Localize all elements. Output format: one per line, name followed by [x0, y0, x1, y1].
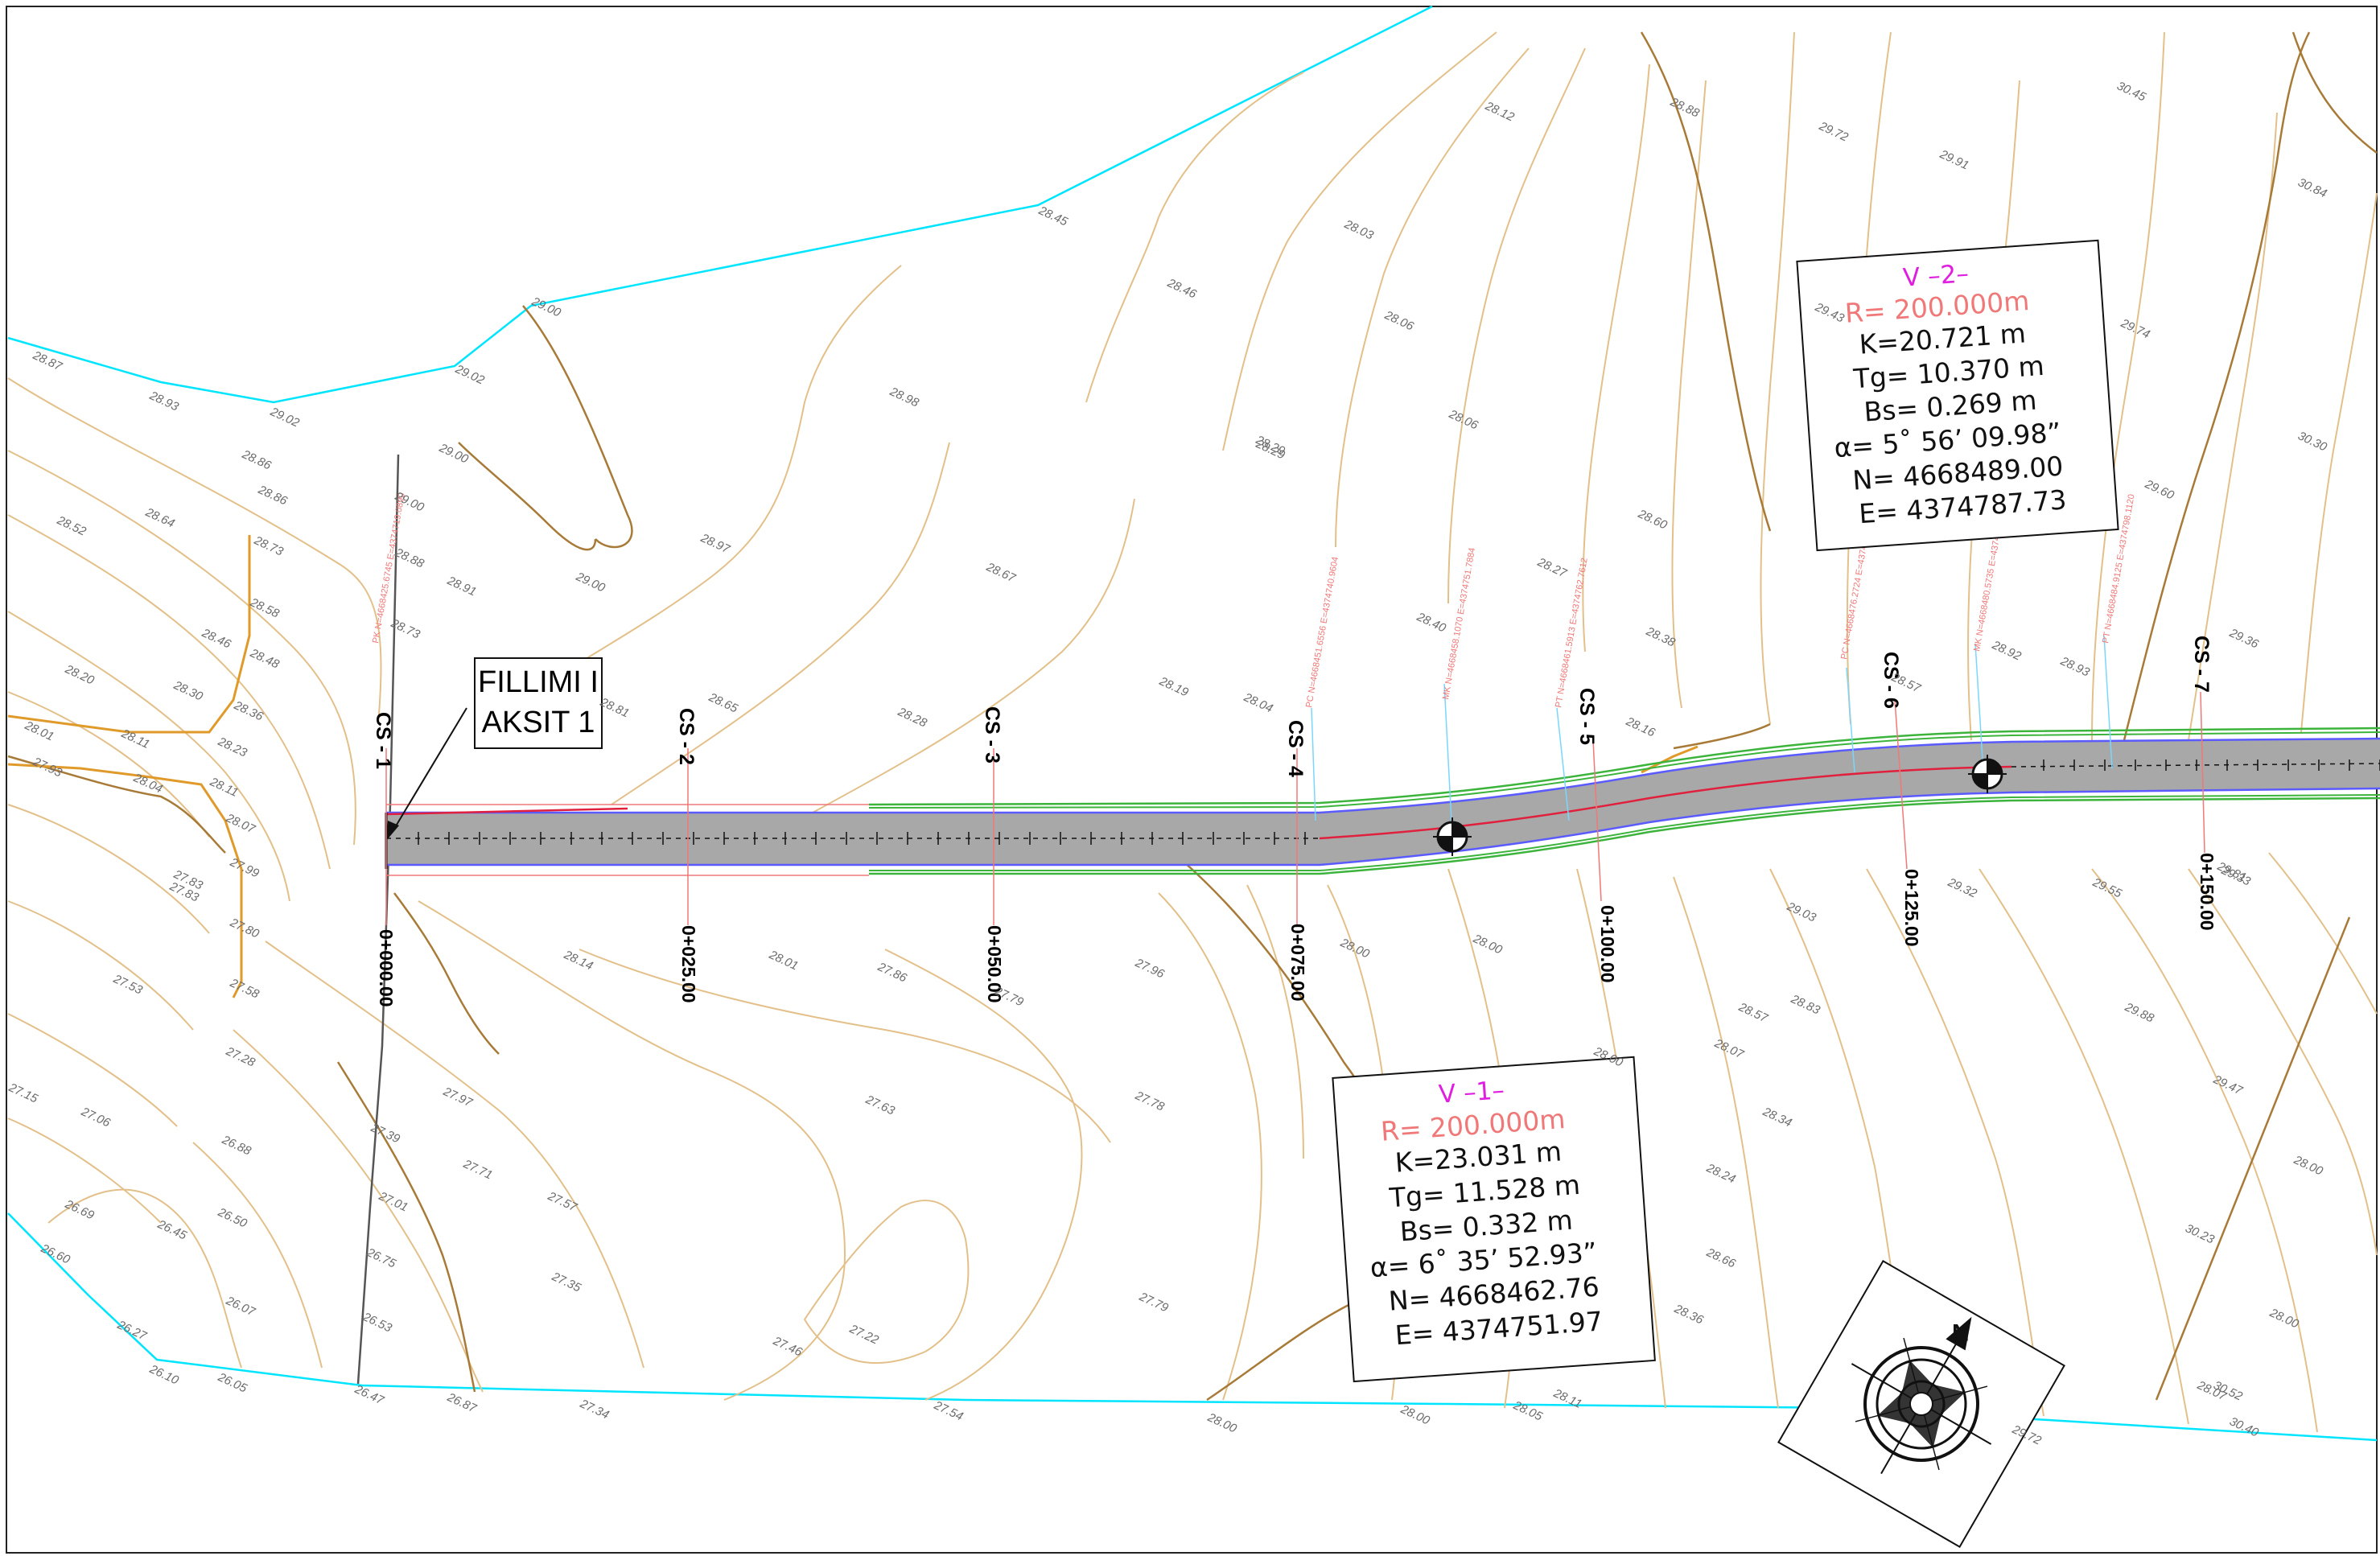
boundary-line — [356, 454, 400, 1385]
road-corridor — [385, 727, 2380, 876]
start-label-box: FILLIMI I AKSIT 1 — [474, 657, 603, 749]
cs-label: CS - 7 — [2190, 636, 2213, 693]
cross-section-labels: CS - 1 CS - 2 CS - 3 CS - 4 CS - 5 CS - … — [372, 636, 2213, 777]
cs-label: CS - 6 — [1880, 652, 1902, 709]
start-label-line1: FILLIMI I — [478, 665, 599, 699]
curve-marker-1 — [1433, 817, 1472, 856]
cadastral-lines — [7, 5, 2378, 1442]
station-labels: 0+000.00 0+025.00 0+050.00 0+075.00 0+10… — [376, 853, 2217, 1007]
cs-label: CS - 3 — [981, 706, 1003, 764]
station-label: 0+150.00 — [2197, 853, 2217, 931]
curve-2-title: V –2– — [1902, 259, 1970, 293]
curve-1-title: V –1– — [1438, 1076, 1505, 1109]
cross-section-lines — [385, 691, 2205, 925]
cs-label: CS - 5 — [1575, 688, 1598, 745]
cs-label: CS - 2 — [675, 708, 698, 765]
cs-label: CS - 4 — [1284, 720, 1307, 777]
station-label: 0+125.00 — [1901, 869, 1922, 947]
north-arrow-icon: N — [1777, 1260, 2065, 1548]
curve-marker-2 — [1968, 755, 2007, 793]
north-letter: N — [1952, 1319, 1970, 1346]
station-label: 0+100.00 — [1597, 905, 1618, 983]
cs-label: CS - 1 — [372, 712, 394, 769]
station-label: 0+075.00 — [1287, 924, 1308, 1002]
start-label-line2: AKSIT 1 — [482, 706, 595, 739]
station-label: 0+025.00 — [678, 925, 699, 1003]
curve-2-box: V –2– R= 200.000m K=20.721 m Tg= 10.370 … — [1796, 239, 2119, 552]
point-leaders — [1311, 635, 2113, 838]
station-label: 0+050.00 — [984, 925, 1005, 1003]
station-label: 0+000.00 — [376, 929, 397, 1007]
curve-1-box: V –1– R= 200.000m K=23.031 m Tg= 11.528 … — [1332, 1056, 1656, 1383]
